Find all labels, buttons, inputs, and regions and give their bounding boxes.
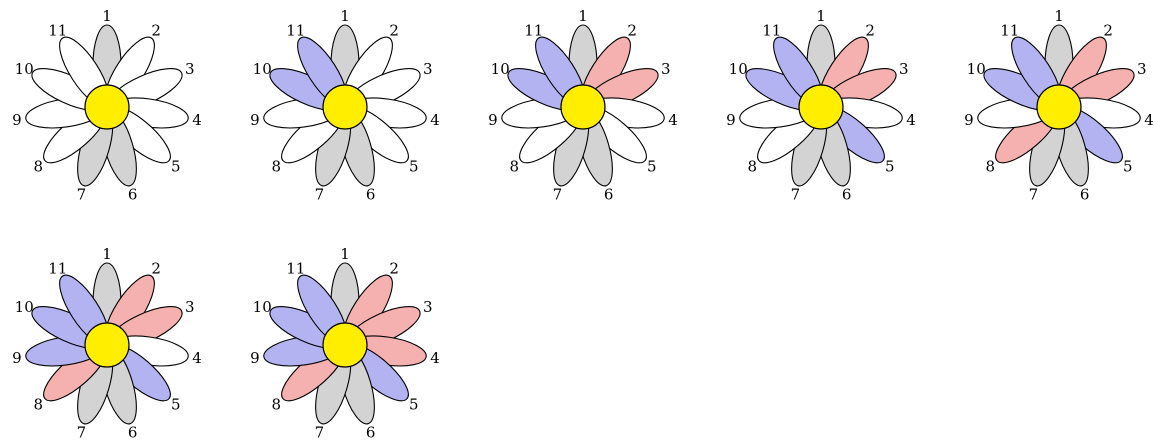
petal-label-3: 3 [899,60,909,78]
flower-center [561,85,605,129]
petal-label-11: 11 [762,21,781,39]
petal-label-6: 6 [128,185,138,203]
petal-label-9: 9 [964,111,974,129]
petal-label-2: 2 [627,21,637,39]
petal-label-8: 8 [33,396,43,414]
petal-label-6: 6 [1080,185,1090,203]
petal-label-5: 5 [1123,158,1133,176]
petal-label-1: 1 [578,7,588,25]
petal-label-7: 7 [791,185,801,203]
petal-label-9: 9 [250,111,260,129]
flower-3: 1 2 3 4 5 6 7 8 9 10 11 [488,7,678,203]
petal-label-6: 6 [366,423,376,441]
petal-label-8: 8 [509,158,519,176]
petal-label-11: 11 [48,259,67,277]
flower-center [85,85,129,129]
petal-label-10: 10 [15,60,34,78]
petal-label-8: 8 [271,396,281,414]
petal-label-2: 2 [865,21,875,39]
flower-center [85,323,129,367]
petal-label-6: 6 [366,185,376,203]
petal-label-11: 11 [524,21,543,39]
petal-label-3: 3 [423,60,433,78]
petal-label-5: 5 [409,158,419,176]
petal-label-8: 8 [33,158,43,176]
petal-label-2: 2 [389,259,399,277]
flower-center [1037,85,1081,129]
petal-label-7: 7 [77,423,87,441]
petal-label-3: 3 [661,60,671,78]
petal-label-2: 2 [151,259,161,277]
petal-label-1: 1 [102,245,112,263]
petal-label-5: 5 [647,158,657,176]
petal-label-4: 4 [668,111,678,129]
petal-label-7: 7 [315,185,325,203]
flower-center [323,85,367,129]
flower-1: 1 2 3 4 5 6 7 8 9 10 11 [12,7,202,203]
petal-label-9: 9 [726,111,736,129]
petal-label-8: 8 [985,158,995,176]
petal-label-3: 3 [185,298,195,316]
petal-label-4: 4 [192,111,202,129]
petal-label-9: 9 [12,111,22,129]
petal-label-11: 11 [1000,21,1019,39]
petal-label-8: 8 [271,158,281,176]
flower-6: 1 2 3 4 5 6 7 8 9 10 11 [12,245,202,441]
petal-label-7: 7 [1029,185,1039,203]
petal-label-5: 5 [171,396,181,414]
petal-label-3: 3 [1137,60,1147,78]
petal-label-9: 9 [488,111,498,129]
petal-label-4: 4 [906,111,916,129]
flower-4: 1 2 3 4 5 6 7 8 9 10 11 [726,7,916,203]
petal-label-4: 4 [1144,111,1154,129]
petal-label-4: 4 [430,349,440,367]
petal-label-3: 3 [185,60,195,78]
petal-label-11: 11 [286,259,305,277]
petal-label-5: 5 [885,158,895,176]
petal-label-10: 10 [253,298,272,316]
petal-label-9: 9 [12,349,22,367]
flower-center [323,323,367,367]
petal-label-1: 1 [102,7,112,25]
petal-label-1: 1 [1054,7,1064,25]
petal-label-2: 2 [389,21,399,39]
petal-label-4: 4 [430,111,440,129]
petal-label-7: 7 [77,185,87,203]
petal-label-9: 9 [250,349,260,367]
petal-label-6: 6 [842,185,852,203]
petal-label-10: 10 [729,60,748,78]
petal-label-4: 4 [192,349,202,367]
flower-center [799,85,843,129]
petal-label-2: 2 [1103,21,1113,39]
petal-label-7: 7 [553,185,563,203]
petal-label-5: 5 [171,158,181,176]
petal-label-5: 5 [409,396,419,414]
petal-label-6: 6 [604,185,614,203]
petal-label-11: 11 [48,21,67,39]
petal-label-10: 10 [491,60,510,78]
petal-label-8: 8 [747,158,757,176]
petal-label-10: 10 [253,60,272,78]
flower-2: 1 2 3 4 5 6 7 8 9 10 11 [250,7,440,203]
petal-label-1: 1 [340,245,350,263]
petal-label-6: 6 [128,423,138,441]
petal-label-1: 1 [816,7,826,25]
flower-5: 1 2 3 4 5 6 7 8 9 10 11 [964,7,1154,203]
petal-label-10: 10 [967,60,986,78]
petal-label-3: 3 [423,298,433,316]
flower-7: 1 2 3 4 5 6 7 8 9 10 11 [250,245,440,441]
petal-label-10: 10 [15,298,34,316]
petal-label-7: 7 [315,423,325,441]
petal-label-1: 1 [340,7,350,25]
petal-label-11: 11 [286,21,305,39]
petal-label-2: 2 [151,21,161,39]
